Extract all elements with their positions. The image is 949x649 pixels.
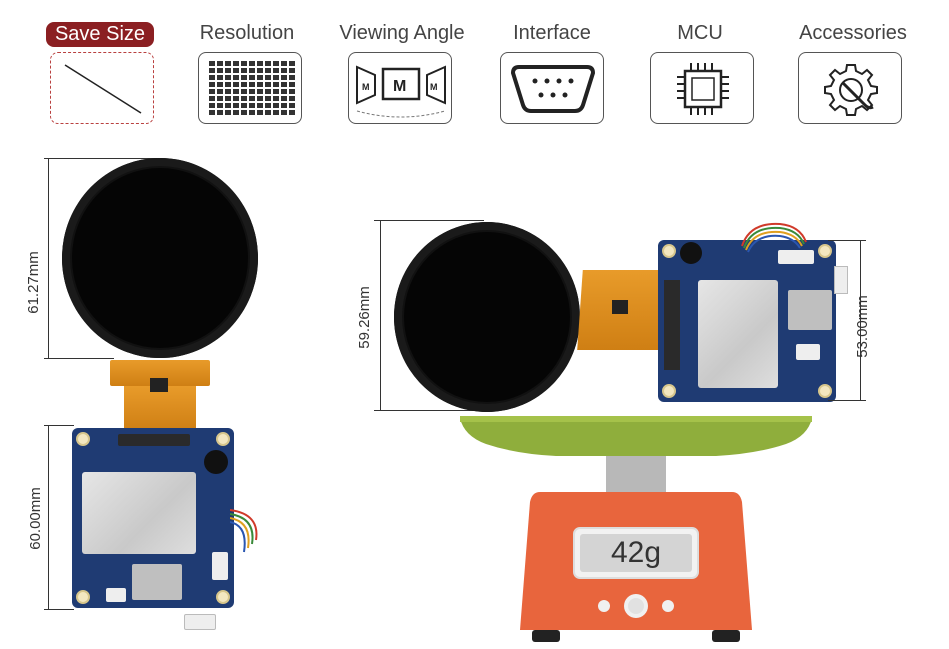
board-height-label: 60.00mm xyxy=(26,487,44,550)
connector-wires xyxy=(230,509,258,553)
dimension-bottom-line xyxy=(44,358,114,359)
side-dim-top-line xyxy=(374,220,484,221)
pixel-grid-icon xyxy=(209,61,295,115)
dimension-top-line xyxy=(44,158,162,159)
side-board-height-label: 53.00mm xyxy=(853,295,871,358)
board-dim-vertical-line xyxy=(48,425,49,609)
pcb-board-side xyxy=(658,240,836,402)
board-dim-bottom-line xyxy=(44,609,74,610)
board-dim-top-line xyxy=(44,425,74,426)
tab-viewing-angle[interactable]: Viewing Angle xyxy=(339,22,465,44)
tab-interface[interactable]: Interface xyxy=(513,22,591,44)
svg-text:M: M xyxy=(430,82,438,92)
kitchen-scale xyxy=(460,416,812,642)
flex-cable-lower xyxy=(124,386,196,430)
connector-plug-side xyxy=(834,266,848,294)
tab-resolution[interactable]: Resolution xyxy=(199,22,295,44)
svg-text:M: M xyxy=(393,78,406,95)
tab-accessories[interactable]: Accessories xyxy=(799,22,907,44)
interface-card[interactable] xyxy=(500,52,604,124)
tab-mcu[interactable]: MCU xyxy=(677,22,723,44)
mcu-card[interactable] xyxy=(650,52,754,124)
side-board-dim-vertical-line xyxy=(860,240,861,400)
side-board-dim-top-line xyxy=(828,240,866,241)
accessories-card[interactable] xyxy=(798,52,902,124)
svg-text:M: M xyxy=(362,82,370,92)
front-height-label: 61.27mm xyxy=(24,251,42,314)
scale-weight-readout: 42g xyxy=(610,536,662,569)
round-lcd-display-side xyxy=(394,222,580,412)
save-size-card[interactable] xyxy=(50,52,154,124)
viewing-angle-icon: M M M xyxy=(356,65,446,118)
flex-chip xyxy=(150,378,168,392)
flex-chip-side xyxy=(612,300,628,314)
gear-wrench-icon xyxy=(824,64,878,116)
tab-save-size[interactable]: Save Size xyxy=(46,22,154,47)
side-dim-bottom-line xyxy=(374,410,484,411)
chip-icon xyxy=(677,63,729,115)
pcb-board-front xyxy=(72,428,234,608)
viewing-angle-card[interactable]: M M M xyxy=(348,52,452,124)
round-lcd-display xyxy=(62,158,258,358)
side-dim-vertical-line xyxy=(380,220,381,410)
connector-plug xyxy=(184,614,216,630)
side-board-dim-bottom-line xyxy=(828,400,866,401)
connector-wires-side xyxy=(741,222,807,253)
serial-port-icon xyxy=(510,65,596,113)
diagonal-line-icon xyxy=(64,64,142,114)
resolution-card[interactable] xyxy=(198,52,302,124)
dimension-vertical-line xyxy=(48,158,49,358)
side-height-label: 59.26mm xyxy=(355,286,373,349)
